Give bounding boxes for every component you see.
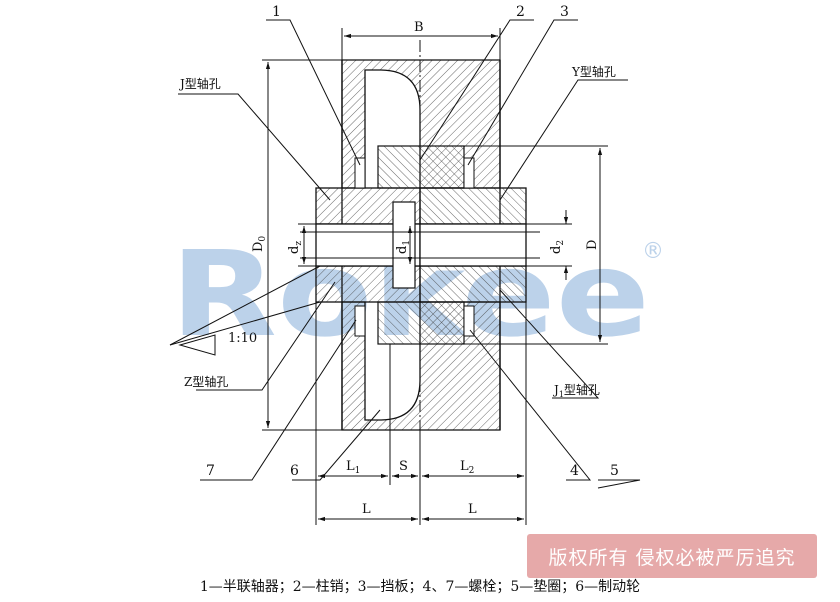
taper-ratio: 1:10 — [228, 331, 257, 346]
dim-d1-label: d1 — [395, 240, 412, 254]
callout-4: 4 — [570, 463, 579, 479]
callout-1: 1 — [272, 4, 281, 20]
copyright-badge: 版权所有 侵权必被严厉追究 — [527, 534, 817, 578]
shaft-lines — [300, 40, 540, 500]
dim-S-label: S — [399, 459, 408, 474]
dim-L1-label: L1 — [346, 459, 360, 476]
dimension-L1-S-L2 — [315, 302, 527, 525]
callout-6: 6 — [290, 463, 299, 479]
dim-L-left-label: L — [362, 502, 371, 517]
callout-7: 7 — [206, 463, 215, 479]
bore-label-j1: J1型轴孔 — [552, 382, 600, 399]
dim-D0-label: D0 — [251, 236, 268, 252]
bore-label-y: Y型轴孔 — [571, 64, 616, 79]
callout-3: 3 — [560, 4, 569, 20]
pin — [377, 145, 465, 345]
dimension-dz — [298, 223, 316, 267]
dim-L-right-label: L — [468, 502, 477, 517]
bore-label-j: J型轴孔 — [178, 76, 221, 91]
watermark-registered-mark: ® — [642, 239, 664, 264]
right-hub — [419, 187, 527, 303]
leader-lines — [178, 19, 641, 489]
dimension-B — [341, 28, 501, 60]
dim-L2-label: L2 — [460, 459, 474, 476]
dimension-D — [464, 145, 608, 345]
taper-indicator — [169, 265, 321, 356]
dim-d2-label: d2 — [549, 240, 566, 254]
dimension-D0 — [262, 59, 342, 431]
dimension-d2 — [526, 210, 572, 280]
dim-B-label: B — [414, 20, 424, 35]
callout-2: 2 — [516, 4, 525, 20]
dim-dz-label: dz — [287, 241, 304, 254]
bore-label-z: Z型轴孔 — [184, 374, 228, 389]
dim-D-label: D — [585, 240, 600, 250]
figure-caption: 1—半联轴器；2—柱销；3—挡板；4、7—螺栓；5—垫圈；6—制动轮 — [199, 579, 641, 595]
retaining-plate — [392, 201, 416, 289]
callout-5: 5 — [610, 463, 619, 479]
